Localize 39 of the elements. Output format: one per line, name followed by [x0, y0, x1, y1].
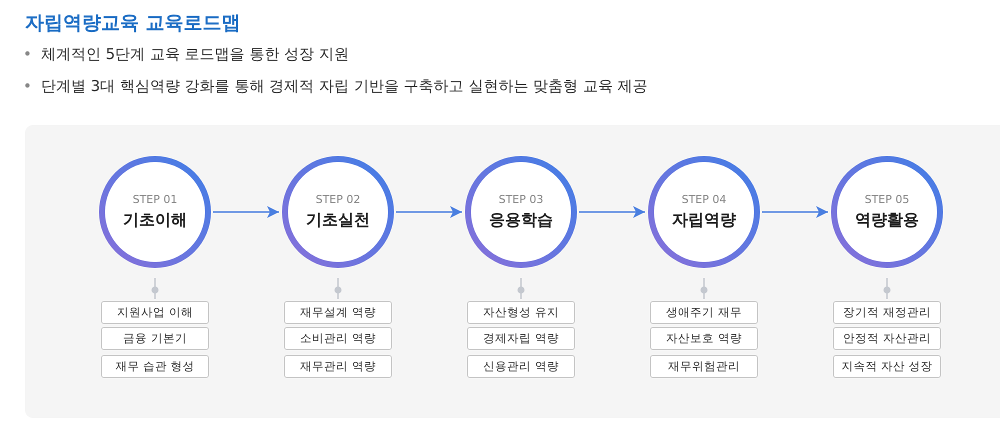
- step-number: STEP 05: [864, 193, 910, 206]
- competency-box: 재무 습관 형성: [101, 355, 209, 378]
- arrow: [396, 206, 462, 218]
- competency-box: 소비관리 역량: [284, 327, 392, 350]
- connector-line: [518, 278, 524, 299]
- step-title: 자립역량: [672, 210, 736, 231]
- competency-box: 경제자립 역량: [467, 327, 575, 350]
- arrow: [762, 206, 828, 218]
- step-title: 기초실천: [306, 210, 370, 231]
- step-number: STEP 02: [316, 193, 360, 206]
- competency-box: 재무설계 역량: [284, 301, 392, 324]
- competency-box: 신용관리 역량: [467, 355, 575, 378]
- competency-box: 생애주기 재무: [650, 301, 758, 324]
- competency-box: 장기적 재정관리: [833, 301, 941, 324]
- bullet-marker: •: [23, 76, 32, 96]
- step-number: STEP 01: [132, 193, 178, 206]
- competency-box: 재무위험관리: [650, 355, 758, 378]
- step-title: 기초이해: [123, 210, 187, 231]
- connector-line: [334, 278, 342, 299]
- competency-box: 지원사업 이해: [101, 301, 209, 324]
- arrow: [579, 206, 645, 218]
- arrow: [213, 206, 279, 218]
- step-title: 응용학습: [489, 210, 553, 231]
- bullet-text: 단계별 3대 핵심역량 강화를 통해 경제적 자립 기반을 구축하고 실현하는 맞춤형 교육 제공: [40, 76, 648, 96]
- competency-box: 안정적 자산관리: [833, 327, 941, 350]
- connector-line: [152, 278, 158, 299]
- connector-line: [700, 278, 708, 299]
- competency-box: 자산보호 역량: [650, 327, 758, 350]
- heading: 자립역량교육 교육로드맵: [25, 11, 241, 36]
- connector-line: [884, 278, 890, 299]
- bullet-text: 체계적인 5단계 교육 로드맵을 통한 성장 지원: [40, 44, 350, 64]
- step-number: STEP 03: [498, 193, 544, 206]
- step-number: STEP 04: [682, 193, 726, 206]
- competency-box: 재무관리 역량: [284, 355, 392, 378]
- competency-box: 자산형성 유지: [467, 301, 575, 324]
- competency-box: 지속적 자산 성장: [833, 355, 941, 378]
- step-title: 역량활용: [855, 210, 919, 231]
- competency-box: 금융 기본기: [101, 327, 209, 350]
- bullet-marker: •: [23, 44, 32, 64]
